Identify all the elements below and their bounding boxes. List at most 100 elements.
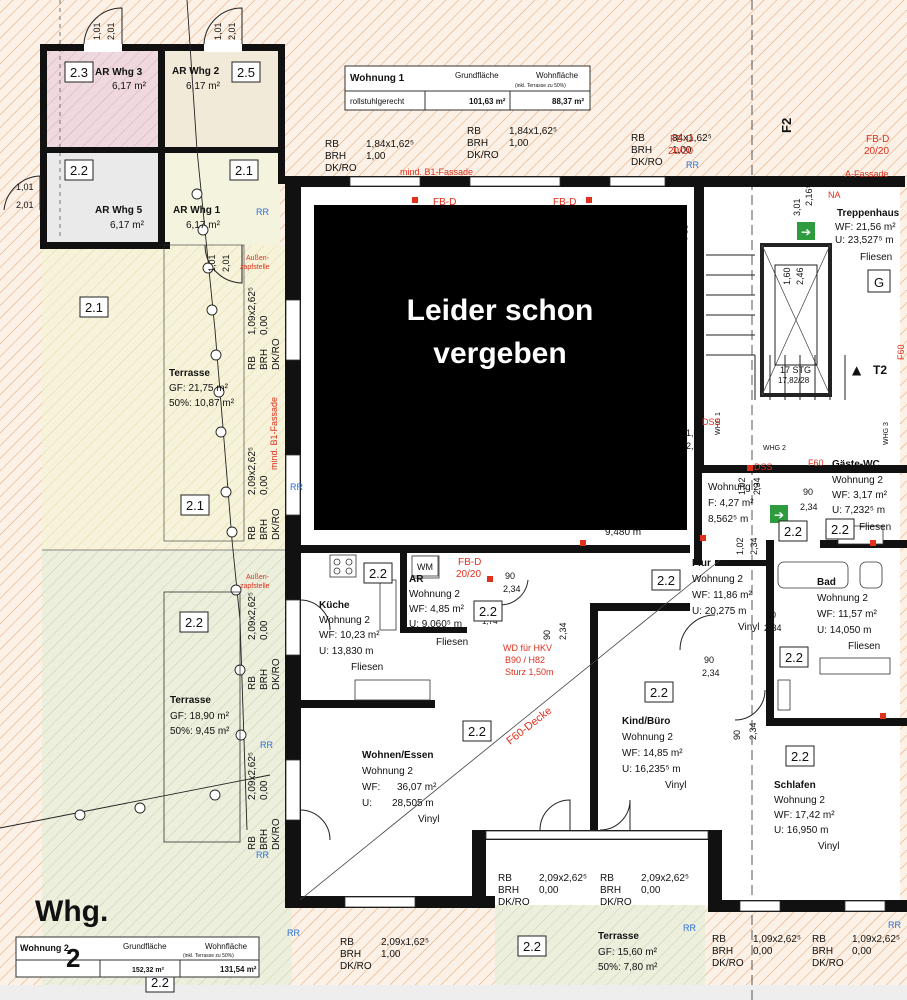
svg-text:U: 20,275 m: U: 20,275 m xyxy=(692,606,746,617)
svg-text:Wohnung 2: Wohnung 2 xyxy=(774,795,825,806)
svg-text:RR: RR xyxy=(256,850,269,860)
svg-text:(inkl. Terrasse zu 50%): (inkl. Terrasse zu 50%) xyxy=(515,83,566,89)
svg-text:Grundfläche: Grundfläche xyxy=(123,942,167,951)
svg-text:1,01: 1,01 xyxy=(213,22,223,40)
svg-text:1,00: 1,00 xyxy=(672,145,692,156)
svg-text:2.2: 2.2 xyxy=(650,685,668,700)
overlay-line-2: vergeben xyxy=(433,337,566,370)
svg-text:DK/RO: DK/RO xyxy=(271,338,282,370)
svg-text:1,84x1,62⁵: 1,84x1,62⁵ xyxy=(366,139,414,150)
svg-text:Vinyl: Vinyl xyxy=(818,841,840,852)
svg-text:2,16⁵: 2,16⁵ xyxy=(804,184,814,206)
svg-text:zapfstelle: zapfstelle xyxy=(240,264,270,271)
svg-text:U: 16,950 m: U: 16,950 m xyxy=(774,825,828,836)
svg-text:Wohnfläche: Wohnfläche xyxy=(205,942,248,951)
doors xyxy=(3,7,766,841)
svg-text:U: 16,235⁵ m: U: 16,235⁵ m xyxy=(622,764,681,775)
whg-number: 2 xyxy=(66,943,80,973)
svg-text:F: 4,27 m²: F: 4,27 m² xyxy=(708,498,754,509)
svg-text:U: 14,050 m: U: 14,050 m xyxy=(817,625,871,636)
svg-text:2,34: 2,34 xyxy=(558,622,568,640)
svg-text:DK/RO: DK/RO xyxy=(600,897,632,908)
water-line xyxy=(0,0,271,831)
svg-text:2,34: 2,34 xyxy=(702,668,720,678)
svg-text:Fliesen: Fliesen xyxy=(859,522,891,533)
svg-text:1,01: 1,01 xyxy=(16,182,34,192)
svg-text:Wohnung 2: Wohnung 2 xyxy=(409,589,460,600)
svg-text:50%: 9,45 m²: 50%: 9,45 m² xyxy=(170,726,230,737)
g-label: G xyxy=(874,275,884,290)
svg-text:2.2: 2.2 xyxy=(479,604,497,619)
ar-whg3-area: 6,17 m² xyxy=(112,81,147,92)
svg-text:1,00: 1,00 xyxy=(381,949,401,960)
svg-text:RB: RB xyxy=(467,126,481,137)
svg-text:90: 90 xyxy=(505,571,515,581)
svg-text:3,01: 3,01 xyxy=(792,198,802,216)
svg-text:17,82/28: 17,82/28 xyxy=(778,376,810,385)
svg-text:DK/RO: DK/RO xyxy=(271,658,282,690)
terrace-area-1 xyxy=(42,245,292,550)
svg-text:DSS: DSS xyxy=(754,462,773,472)
svg-text:Wohnung 2: Wohnung 2 xyxy=(319,615,370,626)
terrace-area-2 xyxy=(42,550,292,845)
svg-text:36,07 m²: 36,07 m² xyxy=(397,782,437,793)
svg-text:RB: RB xyxy=(247,526,258,540)
svg-text:BRH: BRH xyxy=(812,946,833,957)
svg-text:FB-D: FB-D xyxy=(670,134,693,145)
ar-whg5-area: 6,17 m² xyxy=(110,220,145,231)
svg-text:2,01: 2,01 xyxy=(227,22,237,40)
svg-text:DK/RO: DK/RO xyxy=(631,157,663,168)
badge-2-3: 2.3 xyxy=(70,65,88,80)
svg-text:GF: 21,75 m²: GF: 21,75 m² xyxy=(169,383,229,394)
svg-text:0,00: 0,00 xyxy=(259,620,270,640)
whg-label: Whg. xyxy=(35,895,108,928)
room-treppenhaus: Treppenhaus xyxy=(837,208,900,219)
svg-text:1,60: 1,60 xyxy=(782,267,792,285)
svg-text:2,09x2,62⁵: 2,09x2,62⁵ xyxy=(539,873,587,884)
svg-text:Wohnung 2: Wohnung 2 xyxy=(692,574,743,585)
svg-text:RR: RR xyxy=(260,740,273,750)
svg-text:F60: F60 xyxy=(896,344,906,360)
svg-text:2,34: 2,34 xyxy=(764,623,782,633)
storage-labels: 2.3 AR Whg 3 6,17 m² 2.5 AR Whg 2 6,17 m… xyxy=(16,22,261,272)
svg-text:90: 90 xyxy=(803,487,813,497)
svg-text:0,00: 0,00 xyxy=(753,946,773,957)
svg-text:RB: RB xyxy=(600,873,614,884)
svg-text:2.2: 2.2 xyxy=(791,749,809,764)
svg-text:U:: U: xyxy=(362,798,372,809)
svg-text:1,02: 1,02 xyxy=(737,477,747,495)
svg-text:FB-D: FB-D xyxy=(458,557,481,568)
svg-text:BRH: BRH xyxy=(498,885,519,896)
svg-text:2.2: 2.2 xyxy=(657,573,675,588)
room-kind: Kind/Büro xyxy=(622,716,670,727)
svg-text:RR: RR xyxy=(888,920,901,930)
svg-text:90: 90 xyxy=(766,610,776,620)
svg-text:2.2: 2.2 xyxy=(369,566,387,581)
svg-text:▲: ▲ xyxy=(852,363,862,377)
svg-text:mind. B1-Fassade: mind. B1-Fassade xyxy=(269,397,279,470)
svg-text:BRH: BRH xyxy=(259,829,270,850)
svg-text:Fliesen: Fliesen xyxy=(436,637,468,648)
svg-text:88,37 m²: 88,37 m² xyxy=(552,97,584,106)
room-gaeste-wc: Gäste-WC xyxy=(832,459,880,470)
svg-text:RR: RR xyxy=(290,482,303,492)
svg-text:BRH: BRH xyxy=(325,151,346,162)
svg-text:U: 9,060⁵ m: U: 9,060⁵ m xyxy=(409,619,462,630)
svg-text:Wohnung 2: Wohnung 2 xyxy=(20,943,69,953)
svg-text:DK/RO: DK/RO xyxy=(271,508,282,540)
svg-text:RB: RB xyxy=(247,356,258,370)
ar-whg3-name: AR Whg 3 xyxy=(95,67,143,78)
svg-text:(inkl. Terrasse zu 50%): (inkl. Terrasse zu 50%) xyxy=(183,953,234,959)
svg-text:WHG 2: WHG 2 xyxy=(763,445,786,452)
room-badges: 2.1 2.1 2.2 2.2 2.2 2.2 2.2 2.2 2.2 2.2 … xyxy=(79,296,855,993)
svg-text:RB: RB xyxy=(498,873,512,884)
svg-text:BRH: BRH xyxy=(631,145,652,156)
svg-text:WF: 21,56 m²: WF: 21,56 m² xyxy=(835,222,896,233)
svg-text:U: 23,527⁵ m: U: 23,527⁵ m xyxy=(835,235,894,246)
svg-text:BRH: BRH xyxy=(259,519,270,540)
svg-text:Vinyl: Vinyl xyxy=(418,814,440,825)
svg-text:50%: 7,80 m²: 50%: 7,80 m² xyxy=(598,962,658,973)
svg-text:WHG 3: WHG 3 xyxy=(883,422,890,445)
room-schlafen: Schlafen xyxy=(774,780,816,791)
svg-text:DK/RO: DK/RO xyxy=(325,163,357,174)
